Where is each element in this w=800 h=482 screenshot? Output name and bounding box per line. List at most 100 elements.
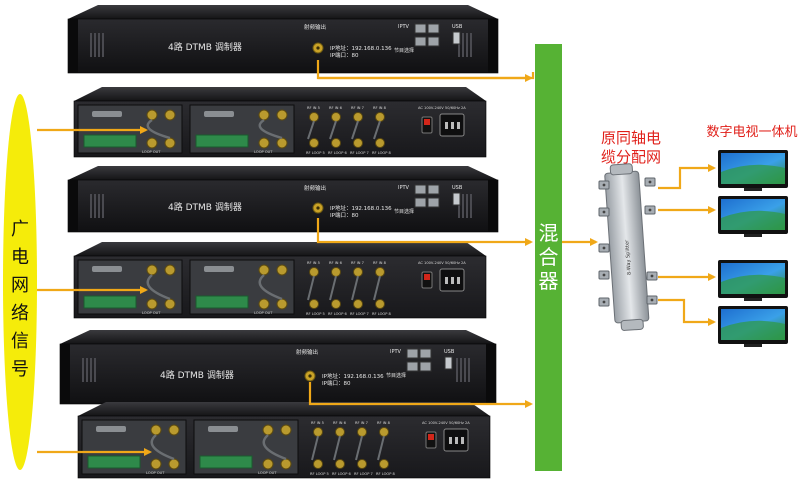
rf-in-label: RF IN 7 bbox=[351, 106, 364, 110]
rf-in-connector bbox=[331, 267, 341, 277]
rf-in-connector bbox=[375, 267, 385, 277]
tv-group bbox=[718, 150, 788, 347]
f-connector bbox=[280, 424, 292, 436]
iec-pin bbox=[457, 277, 460, 284]
vent-slot bbox=[462, 194, 464, 218]
splitter-f-port-pin bbox=[602, 300, 606, 304]
ip-port-label: IP端口：80 bbox=[322, 379, 351, 387]
vent-slot bbox=[460, 358, 462, 382]
f-connector bbox=[150, 458, 162, 470]
ethernet-port bbox=[414, 36, 427, 47]
ip-port-label: IP端口：80 bbox=[330, 51, 359, 59]
card-slot bbox=[204, 111, 234, 117]
power-rating-label: AC 100V-240V 50/60Hz 2A bbox=[422, 421, 470, 425]
vent-slot bbox=[468, 358, 470, 382]
vent-slot bbox=[466, 194, 468, 218]
vent-slot bbox=[82, 358, 84, 382]
source-label-char: 号 bbox=[11, 359, 29, 380]
rf-loop-connector bbox=[309, 138, 319, 148]
usb-port bbox=[452, 31, 461, 45]
rf-in-connector bbox=[313, 427, 323, 437]
tv-stand bbox=[744, 298, 762, 301]
card-slot bbox=[92, 266, 122, 272]
iec-pin bbox=[457, 122, 460, 129]
source-signal: 广 电 网 络 信 号 bbox=[3, 94, 37, 470]
loop-out-label: LOOP OUT bbox=[142, 311, 161, 315]
signal-wires bbox=[37, 60, 716, 456]
iptv-label: IPTV bbox=[390, 349, 402, 355]
usb-label: USB bbox=[452, 24, 463, 30]
splitter-f-port-pin bbox=[602, 183, 606, 187]
vent-slot bbox=[470, 33, 472, 57]
power-switch-rocker bbox=[424, 119, 430, 125]
rf-loop-label: RF LOOP 8 bbox=[372, 312, 392, 316]
usb-port bbox=[452, 192, 461, 206]
splitter-to-tv-wire bbox=[658, 164, 716, 190]
iec-pin bbox=[461, 437, 464, 444]
splitter-mount-tab bbox=[620, 318, 644, 331]
splitter-to-tv-wire bbox=[658, 298, 716, 326]
vent-slot bbox=[456, 358, 458, 382]
rf-in-connector bbox=[309, 267, 319, 277]
f-connector bbox=[262, 458, 274, 470]
mixer-label-char: 混 bbox=[539, 221, 559, 245]
source-label-char: 电 bbox=[11, 247, 29, 268]
mixer-bar bbox=[535, 44, 562, 471]
loop-cable bbox=[262, 434, 287, 461]
tv-screen-shine bbox=[721, 210, 785, 230]
loop-out-label: LOOP OUT bbox=[258, 471, 277, 475]
f-connector bbox=[276, 137, 288, 149]
f-connector bbox=[276, 109, 288, 121]
ethernet-port bbox=[419, 361, 432, 372]
rf-in-label: RF IN 5 bbox=[307, 261, 320, 265]
unit-to-mixer-wire bbox=[316, 218, 533, 246]
loop-out-label: LOOP OUT bbox=[254, 311, 273, 315]
ethernet-port bbox=[427, 36, 440, 47]
rf-loop-label: RF LOOP 8 bbox=[372, 151, 392, 155]
channel-select-label: 节目选择 bbox=[394, 47, 414, 54]
vent-slot bbox=[458, 194, 460, 218]
rf-in-connector bbox=[331, 112, 341, 122]
rf-cable bbox=[355, 435, 363, 461]
source-label-char: 信 bbox=[11, 331, 29, 352]
iptv-label: IPTV bbox=[398, 24, 410, 30]
rf-loop-label: RF LOOP 6 bbox=[332, 472, 352, 476]
loop-cable bbox=[258, 274, 283, 301]
mixer-label-char: 器 bbox=[539, 269, 559, 293]
rf-in-label: RF IN 8 bbox=[373, 106, 387, 110]
usb-port bbox=[444, 356, 453, 370]
rf-in-label: RF IN 6 bbox=[329, 261, 343, 265]
rf-loop-connector bbox=[331, 299, 341, 309]
loop-cable bbox=[146, 118, 171, 140]
rf-loop-connector bbox=[375, 299, 385, 309]
iec-pin bbox=[451, 122, 454, 129]
rf-loop-label: RF LOOP 7 bbox=[350, 312, 369, 316]
tv-stand bbox=[744, 344, 762, 347]
rf-loop-connector bbox=[375, 138, 385, 148]
rf-in-connector bbox=[353, 267, 363, 277]
ethernet-port bbox=[414, 197, 427, 208]
source-label-char: 广 bbox=[11, 219, 29, 240]
rf-cable bbox=[307, 275, 315, 301]
splitter-f-port-pin bbox=[648, 180, 652, 184]
chassis-top bbox=[68, 166, 498, 180]
rf-loop-connector bbox=[335, 459, 345, 469]
rf-loop-label: RF LOOP 7 bbox=[350, 151, 369, 155]
model-label: 4路 DTMB 调制器 bbox=[168, 41, 242, 53]
rf-in-connector bbox=[353, 112, 363, 122]
f-connector bbox=[164, 109, 176, 121]
rf-in-label: RF IN 8 bbox=[377, 421, 391, 425]
iec-pin bbox=[455, 437, 458, 444]
tv-screen-shine bbox=[721, 320, 785, 340]
rf-in-connector bbox=[335, 427, 345, 437]
f-connector bbox=[168, 458, 180, 470]
loop-cable bbox=[258, 118, 283, 140]
ip-port-label: IP端口：80 bbox=[330, 211, 359, 219]
vent-slot bbox=[98, 194, 100, 218]
card-slot bbox=[204, 266, 234, 272]
vent-slot bbox=[90, 194, 92, 218]
splitter-f-port-pin bbox=[648, 208, 652, 212]
pcb-strip bbox=[195, 134, 249, 148]
f-connector bbox=[258, 298, 270, 310]
power-switch-rocker bbox=[428, 434, 434, 440]
